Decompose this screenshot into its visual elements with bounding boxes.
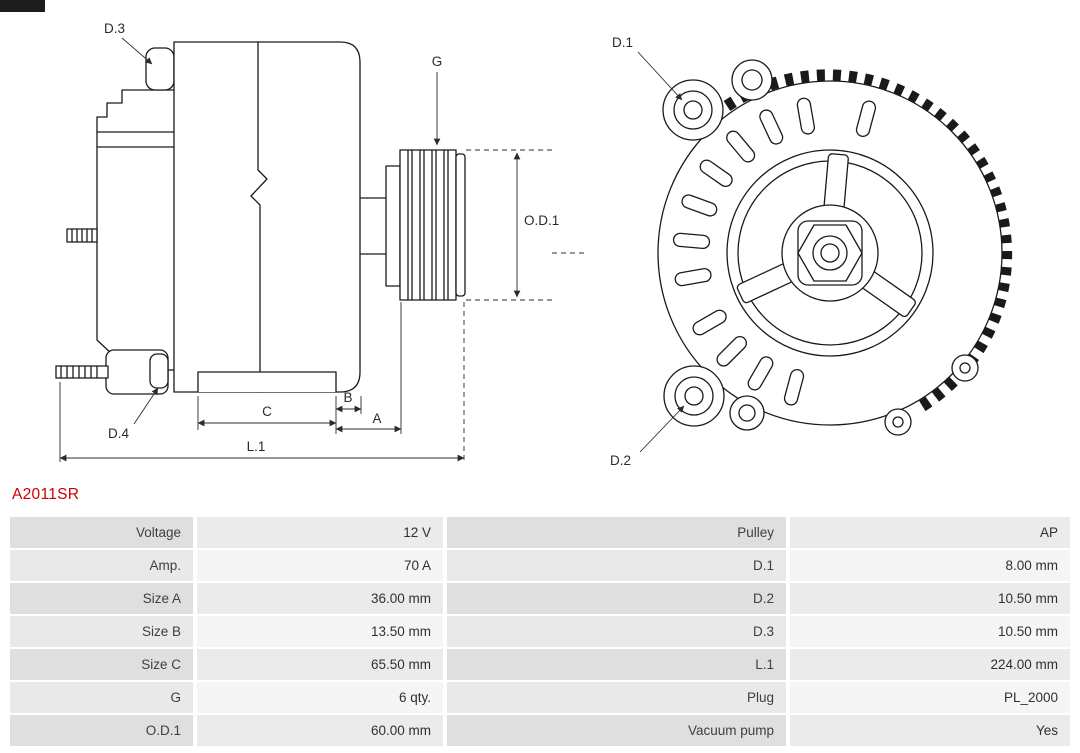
spec-label: Vacuum pump [447, 715, 786, 746]
spec-label: Plug [447, 682, 786, 713]
pulley-front [726, 149, 934, 357]
spec-value: 8.00 mm [790, 550, 1070, 581]
technical-drawing: D.3 G D.4 O.D.1 C B A L.1 [55, 21, 1013, 468]
label-d3: D.3 [104, 21, 125, 36]
spec-row: Voltage 12 V Pulley AP [10, 517, 1070, 548]
spec-value: AP [790, 517, 1070, 548]
part-number: A2011SR [12, 486, 80, 503]
spec-row: G 6 qty. Plug PL_2000 [10, 682, 1070, 713]
label-od1: O.D.1 [524, 213, 559, 228]
mount-ear-d4 [149, 353, 169, 389]
label-d4: D.4 [108, 426, 130, 441]
spec-table: Voltage 12 V Pulley AP Amp. 70 A D.1 8.0… [10, 517, 1070, 748]
spec-value: 70 A [197, 550, 443, 581]
spec-label: Amp. [10, 550, 193, 581]
spec-row: Size C 65.50 mm L.1 224.00 mm [10, 649, 1070, 680]
spec-label: D.1 [447, 550, 786, 581]
logo-fragment [0, 0, 45, 12]
alternator-front-view: D.1 D.2 [610, 35, 1013, 468]
spec-value: 36.00 mm [197, 583, 443, 614]
label-dim-b: B [343, 390, 352, 405]
spec-label: Size A [10, 583, 193, 614]
label-dim-c: C [262, 404, 272, 419]
spec-value: 65.50 mm [197, 649, 443, 680]
label-dim-a: A [372, 411, 381, 426]
spec-value: 10.50 mm [790, 616, 1070, 647]
spec-value: 13.50 mm [197, 616, 443, 647]
mount-ear-d3 [145, 47, 175, 91]
spec-value: Yes [790, 715, 1070, 746]
label-d1: D.1 [612, 35, 633, 50]
spec-label: L.1 [447, 649, 786, 680]
spec-row: O.D.1 60.00 mm Vacuum pump Yes [10, 715, 1070, 746]
spec-value: 6 qty. [197, 682, 443, 713]
spec-value: PL_2000 [790, 682, 1070, 713]
spec-label: O.D.1 [10, 715, 193, 746]
spec-value: 60.00 mm [197, 715, 443, 746]
alternator-side-view: D.3 G D.4 O.D.1 C B A L.1 [55, 21, 585, 462]
spec-label: D.3 [447, 616, 786, 647]
spec-label: Pulley [447, 517, 786, 548]
spec-value: 10.50 mm [790, 583, 1070, 614]
spec-label: Size B [10, 616, 193, 647]
spec-row: Size A 36.00 mm D.2 10.50 mm [10, 583, 1070, 614]
spec-value: 224.00 mm [790, 649, 1070, 680]
spec-row: Size B 13.50 mm D.3 10.50 mm [10, 616, 1070, 647]
label-g: G [432, 54, 443, 69]
label-d2: D.2 [610, 453, 631, 468]
spec-label: Voltage [10, 517, 193, 548]
spec-label: D.2 [447, 583, 786, 614]
spec-label: G [10, 682, 193, 713]
spec-label: Size C [10, 649, 193, 680]
spec-row: Amp. 70 A D.1 8.00 mm [10, 550, 1070, 581]
spec-value: 12 V [197, 517, 443, 548]
label-dim-l1: L.1 [247, 439, 266, 454]
